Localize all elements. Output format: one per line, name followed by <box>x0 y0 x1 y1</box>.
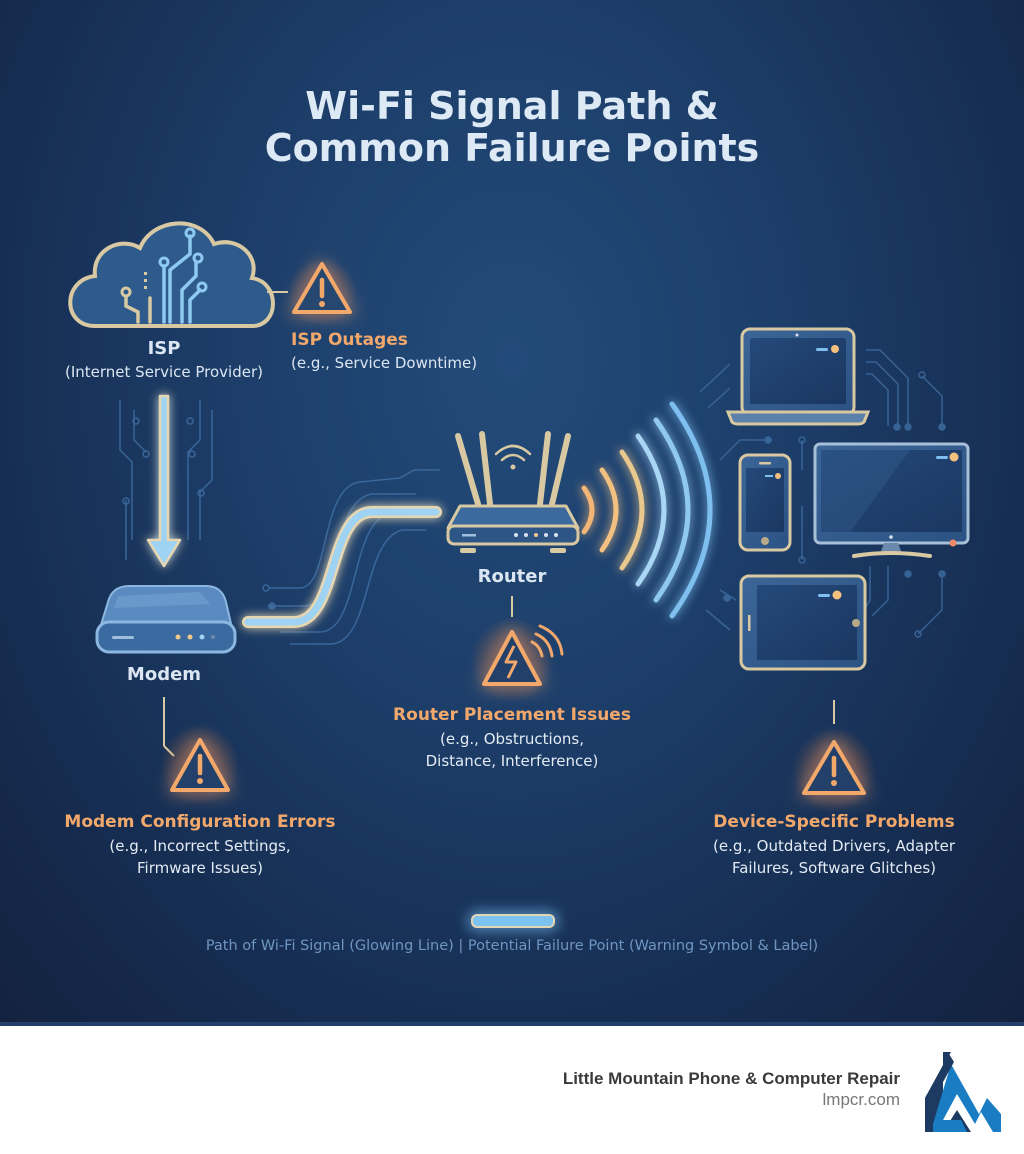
isp-outages-title: ISP Outages <box>291 330 408 350</box>
warning-icon-isp <box>288 258 356 326</box>
company-logo-icon <box>925 1052 1001 1132</box>
page-title-line1: Wi-Fi Signal Path & <box>305 84 719 128</box>
circuit-traces-left <box>119 400 213 560</box>
modem-failure-desc-1: (e.g., Incorrect Settings, <box>109 837 291 855</box>
warning-icon-modem <box>160 725 240 805</box>
modem-failure-title: Modem Configuration Errors <box>64 812 336 832</box>
router-failure-title: Router Placement Issues <box>393 705 631 725</box>
isp-sublabel: (Internet Service Provider) <box>65 363 263 381</box>
router-label: Router <box>477 566 547 587</box>
diagram-artwork <box>68 221 970 812</box>
tablet-icon <box>739 574 867 671</box>
isp-outages-desc: (e.g., Service Downtime) <box>291 354 478 372</box>
page-title-line2: Common Failure Points <box>264 126 760 170</box>
modem-label: Modem <box>126 664 202 685</box>
cloud-circuit-icon <box>68 221 275 328</box>
circuit-traces-devices <box>699 349 946 638</box>
warning-lightning-wifi-icon <box>470 618 564 702</box>
device-failure-desc-1: (e.g., Outdated Drivers, Adapter <box>713 837 955 855</box>
monitor-icon <box>813 442 970 558</box>
wifi-waves <box>581 401 713 619</box>
modem-icon <box>95 585 237 654</box>
infographic-canvas: Wi-Fi Signal Path & Common Failure Point… <box>0 0 1024 1024</box>
legend-text: Path of Wi-Fi Signal (Glowing Line) | Po… <box>205 938 819 954</box>
device-failure-title: Device-Specific Problems <box>713 812 955 832</box>
legend-glow-line-swatch <box>471 914 555 928</box>
signal-arrow-down <box>146 394 182 568</box>
canvas-bottom-border <box>0 1022 1024 1026</box>
router-icon <box>446 431 580 553</box>
router-failure-desc-1: (e.g., Obstructions, <box>440 730 584 748</box>
isp-label: ISP <box>147 338 181 359</box>
company-name: Little Mountain Phone & Computer Repair <box>562 1069 900 1088</box>
smartphone-icon <box>738 453 792 552</box>
laptop-icon <box>725 327 871 426</box>
circuit-traces-path <box>262 469 440 645</box>
modem-failure-desc-2: Firmware Issues) <box>137 859 263 877</box>
router-failure-desc-2: Distance, Interference) <box>425 752 599 770</box>
company-url[interactable]: lmpcr.com <box>822 1090 900 1109</box>
device-failure-desc-2: Failures, Software Glitches) <box>731 859 937 877</box>
warning-icon-device <box>792 728 876 812</box>
